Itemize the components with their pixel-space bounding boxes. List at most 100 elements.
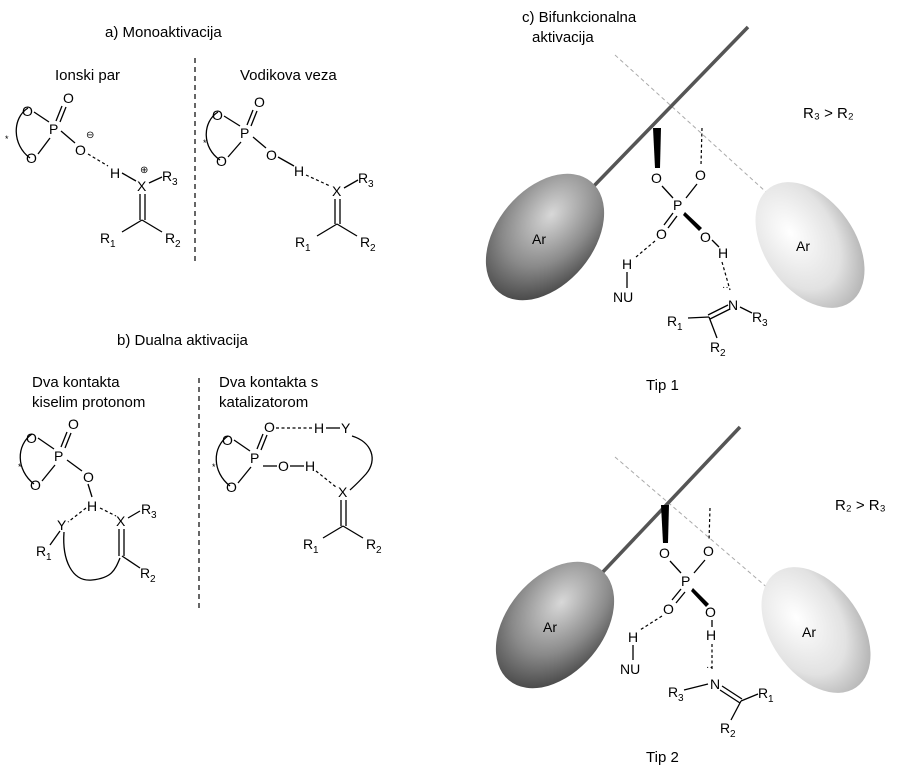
r-group: R	[303, 536, 313, 552]
atom-o: O	[659, 545, 670, 561]
svg-text:2: 2	[720, 348, 726, 359]
r-group: R	[358, 170, 368, 186]
atom-o: O	[700, 229, 711, 245]
section-dual: b) Dualna aktivacija Dva kontakta kiseli…	[18, 332, 382, 608]
svg-text:1: 1	[768, 694, 774, 705]
atom-o: O	[222, 432, 233, 448]
condition-type-1: R₃ > R₂	[803, 105, 854, 122]
ring-arc	[215, 435, 231, 487]
atom-x: X	[332, 183, 342, 199]
svg-text:2: 2	[376, 545, 382, 556]
atom-o: O	[212, 107, 223, 123]
atom-h: H	[622, 256, 632, 272]
svg-text:1: 1	[677, 322, 683, 333]
aryl-label: Ar	[532, 231, 546, 247]
atom-p: P	[240, 125, 249, 141]
r-group: R	[141, 501, 151, 517]
type-1-label: Tip 1	[646, 377, 679, 394]
aryl-lobe-dark	[495, 561, 615, 689]
chiral-star: *	[18, 462, 22, 472]
atom-o: O	[216, 153, 227, 169]
wedge-bond	[661, 505, 669, 543]
ring-arc	[15, 107, 31, 159]
aryl-lobe-light	[755, 182, 865, 308]
wedge-bond	[653, 128, 661, 168]
atom-h: H	[110, 165, 120, 181]
r-group: R	[140, 565, 150, 581]
mono-title: a) Monoaktivacija	[105, 24, 222, 41]
atom-o: O	[26, 150, 37, 166]
lone-pair: ··	[706, 662, 713, 673]
aryl-label: Ar	[796, 238, 810, 254]
chiral-star: *	[212, 462, 216, 472]
r-group: R	[668, 684, 678, 700]
dual-left-label-2: kiselim protonom	[32, 394, 145, 411]
r-group: R	[360, 234, 370, 250]
svg-text:2: 2	[370, 243, 376, 254]
atom-o: O	[656, 226, 667, 242]
atom-n: N	[710, 676, 720, 692]
binaphthyl-axis	[598, 425, 742, 577]
r-group: R	[710, 339, 720, 355]
svg-text:1: 1	[110, 239, 116, 250]
type-1-model: R₃ > R₂ Ar Ar O O P O O H H NU	[485, 25, 865, 394]
tether	[349, 435, 373, 491]
aryl-label: Ar	[802, 624, 816, 640]
svg-text:3: 3	[172, 177, 178, 188]
atom-o: O	[75, 142, 86, 158]
svg-text:2: 2	[730, 729, 736, 740]
r-group: R	[720, 720, 730, 736]
ring-arc	[19, 433, 35, 485]
wedge-bond	[691, 588, 709, 607]
ion-pair-label: Ionski par	[55, 67, 120, 84]
r-group: R	[295, 234, 305, 250]
atom-p: P	[250, 450, 259, 466]
atom-p: P	[673, 197, 682, 213]
svg-text:1: 1	[313, 545, 319, 556]
atom-p: P	[54, 448, 63, 464]
atom-o: O	[26, 430, 37, 446]
aryl-label: Ar	[543, 619, 557, 635]
r-group: R	[100, 230, 110, 246]
atom-h: H	[628, 629, 638, 645]
hash-bond	[708, 507, 711, 542]
atom-n: N	[728, 297, 738, 313]
hydrogen-bond-structure: * O O P O O H X R 3 R 1 R 2	[203, 94, 376, 254]
hash-bond	[700, 127, 703, 166]
atom-o: O	[266, 147, 277, 163]
atom-y: Y	[341, 420, 351, 436]
atom-p: P	[49, 121, 58, 137]
atom-h: H	[305, 458, 315, 474]
svg-text:2: 2	[150, 574, 156, 585]
svg-text:2: 2	[175, 239, 181, 250]
atom-h: H	[314, 420, 324, 436]
atom-o: O	[68, 416, 79, 432]
dual-proton-structure: * O O P O O H Y X R 3 R 1 R	[18, 416, 157, 585]
dual-catalyst-structure: * O O P O H Y O H X R 1 R	[212, 419, 382, 556]
atom-o: O	[63, 90, 74, 106]
r-group: R	[758, 685, 768, 701]
tether	[63, 531, 121, 581]
condition-type-2: R₂ > R₃	[835, 497, 886, 514]
r-group: R	[165, 230, 175, 246]
aryl-lobe-dark	[485, 173, 605, 301]
nucleophile: NU	[620, 661, 640, 677]
atom-x: X	[116, 513, 126, 529]
atom-h: H	[294, 163, 304, 179]
lone-pair: ··	[722, 282, 729, 293]
plus-charge: ⊕	[140, 165, 148, 176]
atom-x: X	[338, 484, 348, 500]
r-group: R	[667, 313, 677, 329]
nucleophile: NU	[613, 289, 633, 305]
binaphthyl-axis	[588, 25, 750, 192]
r-group: R	[366, 536, 376, 552]
atom-o: O	[278, 458, 289, 474]
svg-text:1: 1	[46, 552, 52, 563]
atom-h: H	[87, 498, 97, 514]
svg-text:3: 3	[151, 510, 157, 521]
atom-o: O	[254, 94, 265, 110]
svg-text:1: 1	[305, 243, 311, 254]
atom-p: P	[681, 573, 690, 589]
